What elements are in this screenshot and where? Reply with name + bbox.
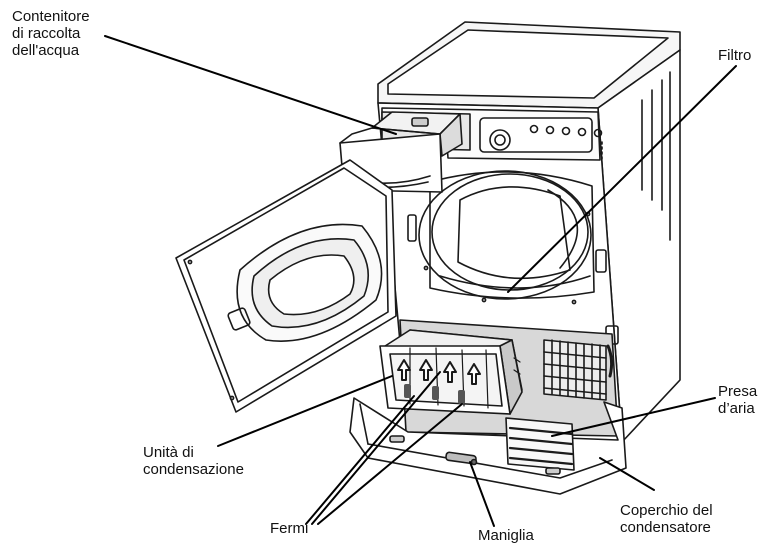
label-air-intake: Presa d’aria xyxy=(718,383,758,417)
label-filter: Filtro xyxy=(718,47,752,64)
open-door xyxy=(175,159,397,413)
label-handle: Maniglia xyxy=(478,527,534,544)
condenser-unit xyxy=(379,329,523,415)
label-condenser-cover: Coperchio del condensatore xyxy=(620,502,713,536)
label-condenser-unit: Unità di condensazione xyxy=(143,444,244,478)
leader-lines xyxy=(104,35,737,527)
label-clips: Fermi xyxy=(270,520,309,537)
condenser-cover xyxy=(349,397,627,495)
label-water-container: Contenitore di raccolta dell'acqua xyxy=(12,8,90,59)
water-container xyxy=(339,111,463,193)
